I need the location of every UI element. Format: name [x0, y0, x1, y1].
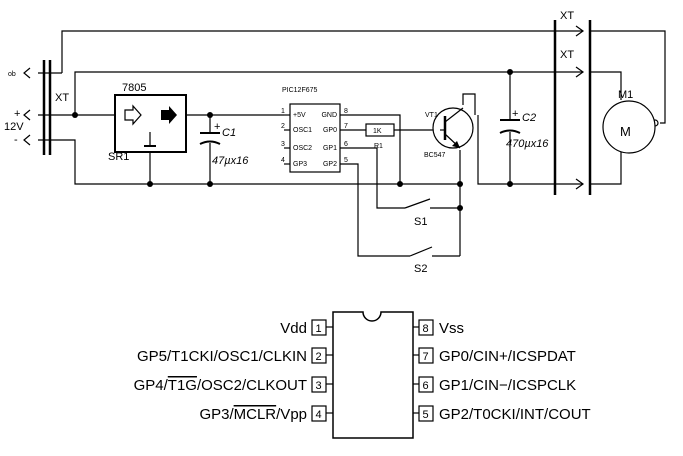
mcu-pin-name: GP0: [323, 127, 337, 134]
resistor-r1: 1K R1: [365, 123, 395, 150]
mcu-pin-number: 5: [344, 157, 348, 164]
mcu-pin-name: GND: [321, 112, 337, 119]
motor-symbol: M: [620, 124, 631, 139]
pin-label: GP5/T1CKI/OSC1/CLKIN: [137, 348, 307, 365]
pin-label: GP4/T1G/OSC2/CLKOUT: [134, 377, 307, 394]
power-label-minus: -: [14, 134, 18, 146]
c1-ref: C1: [222, 127, 236, 139]
mcu-pin-number: 3: [281, 141, 285, 148]
switch-s1: S1: [404, 198, 431, 228]
motor-ref: M1: [618, 89, 633, 101]
pin-label: Vss: [439, 320, 464, 337]
mcu-pin-name: OSC1: [293, 127, 312, 134]
c2-value: 470µx16: [506, 138, 549, 150]
regulator-part: 7805: [122, 82, 146, 94]
transistor-ref: VT1: [425, 112, 438, 119]
connector-label-mid: XT: [560, 49, 574, 61]
mcu-pin-number: 2: [281, 123, 285, 130]
mcu-pin-number: 1: [281, 108, 285, 115]
capacitor-c2: + C2 470µx16: [499, 108, 549, 150]
transistor-part: BC547: [424, 152, 446, 159]
pin-number: 7: [423, 351, 429, 363]
pin-label: Vdd: [280, 320, 307, 337]
pin-number: 1: [316, 323, 322, 335]
c2-ref: C2: [522, 112, 536, 124]
mcu-pin-number: 6: [344, 141, 348, 148]
pin-label: GP1/CIN−/ICSPCLK: [439, 377, 576, 394]
pinout-diagram: 1 Vdd 2 GP5/T1CKI/OSC1/CLKIN 3 GP4/T1G/OSC2/C…: [134, 311, 591, 439]
mcu-pin-name: GP3: [293, 161, 307, 168]
mcu-pin-name: GP2: [323, 161, 337, 168]
transistor-vt1: VT1 BC547: [424, 107, 474, 159]
mcu-pin-number: 8: [344, 108, 348, 115]
pin-number: 4: [316, 409, 322, 421]
resistor-ref: R1: [374, 143, 383, 150]
motor-m1: M1 M: [602, 89, 656, 154]
connector-label-left: XT: [55, 92, 69, 104]
regulator-7805: 7805 SR1: [108, 82, 187, 163]
c1-value: 47µx16: [212, 155, 249, 167]
pin-label: GP3/MCLR/Vpp: [199, 406, 307, 423]
pin-label: GP0/CIN+/ICSPDAT: [439, 348, 576, 365]
switch-s2: S2: [409, 246, 433, 275]
switch1-ref: S1: [414, 216, 427, 228]
mcu-part: PIC12F675: [282, 87, 318, 94]
pin-number: 3: [316, 380, 322, 392]
connector-label-top: XT: [560, 10, 574, 22]
switch2-ref: S2: [414, 263, 427, 275]
mcu-pin-number: 7: [344, 123, 348, 130]
pin-number: 6: [423, 380, 429, 392]
mcu-pin-name: OSC2: [293, 145, 312, 152]
c1-polarity: +: [214, 121, 220, 133]
regulator-ref: SR1: [108, 151, 129, 163]
power-label-plus: +: [14, 108, 20, 120]
right-connector: XT XT: [553, 10, 592, 195]
power-label-voltage: 12V: [4, 121, 24, 133]
c2-polarity: +: [512, 108, 518, 120]
mcu-pin-name: +5V: [293, 112, 306, 119]
pin-label: GP2/T0CKI/INT/COUT: [439, 406, 591, 423]
pin-number: 5: [423, 409, 429, 421]
mcu-pin-name: GP1: [323, 145, 337, 152]
mcu-pin-number: 4: [281, 157, 285, 164]
pin-number: 2: [316, 351, 322, 363]
pin-number: 8: [423, 323, 429, 335]
wiring: [38, 30, 666, 257]
resistor-value: 1K: [373, 128, 382, 135]
capacitor-c1: + C1 47µx16: [199, 121, 249, 167]
power-label-ob: ob: [8, 71, 16, 78]
left-connector: ob + 12V - XT: [4, 60, 69, 155]
